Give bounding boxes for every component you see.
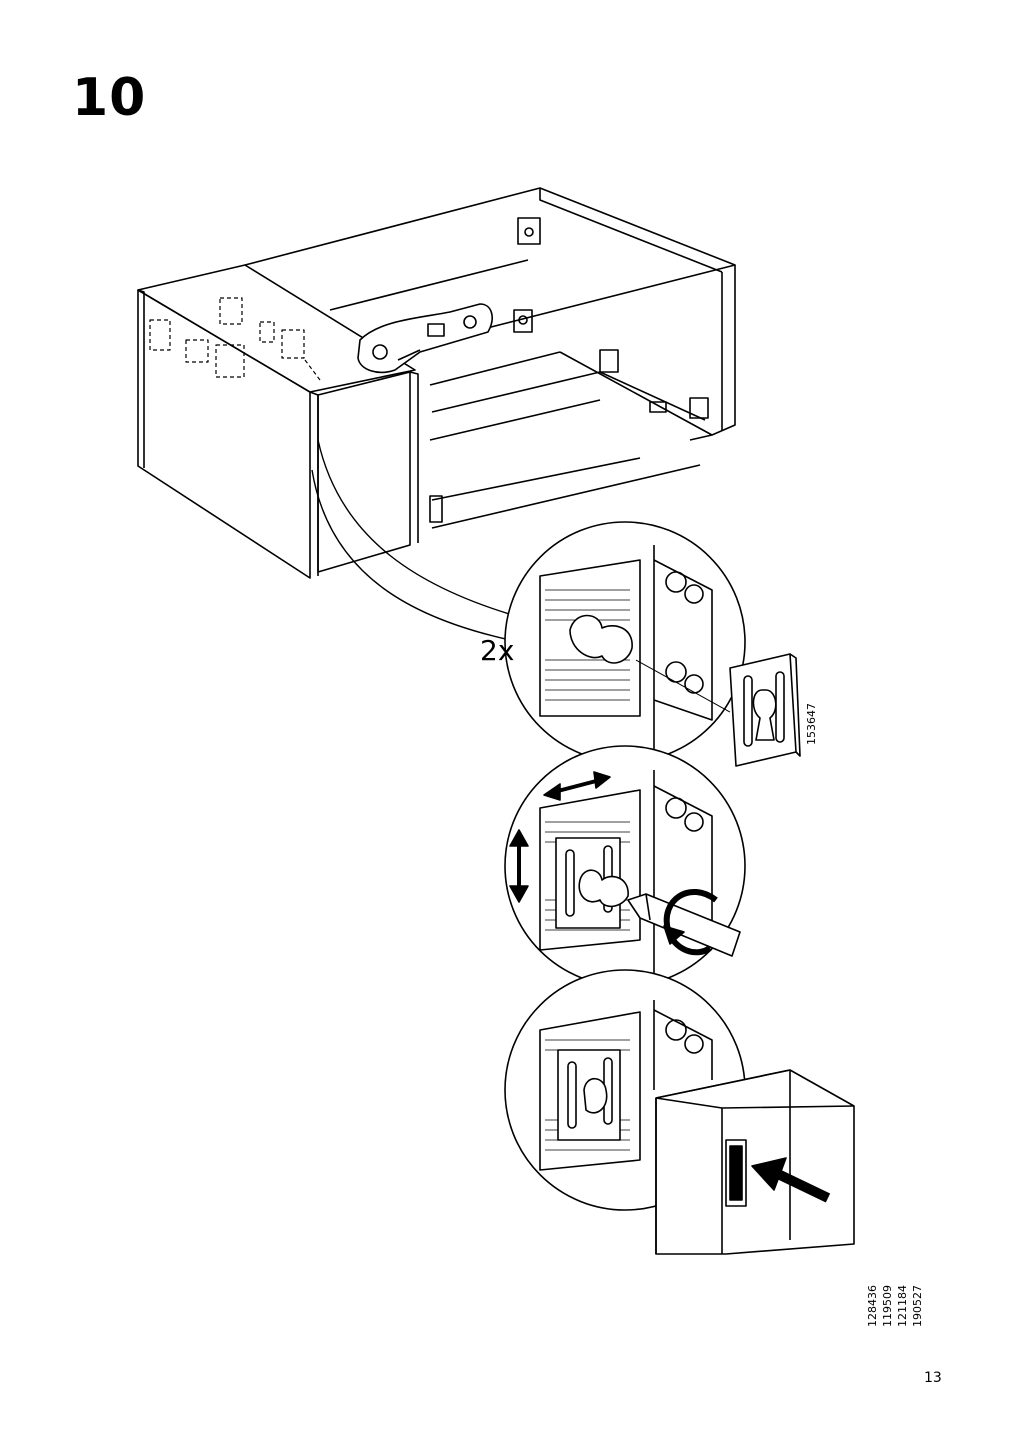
detail-circle-1	[504, 521, 746, 764]
door-panel-drawing	[655, 1069, 855, 1255]
door-reference-code: 190527	[911, 1285, 924, 1327]
cabinet-frame-drawing	[137, 187, 736, 579]
zoom-callout-line	[317, 439, 531, 621]
mounting-bracket-icon	[729, 653, 801, 767]
hinge-mechanism-drawing	[357, 303, 493, 374]
push-arrow-icon	[751, 1157, 831, 1203]
door-reference-code: 128436	[866, 1285, 879, 1327]
bracket-reference-code: 153647	[805, 703, 818, 745]
double-arrow-vertical-icon	[509, 829, 529, 903]
door-reference-code: 119509	[881, 1285, 894, 1327]
door-reference-code: 121184	[896, 1285, 909, 1327]
step-number: 10	[72, 68, 147, 128]
screwdriver-icon	[627, 893, 741, 957]
door-reference-codes: 128436 119509 121184 190527	[866, 1285, 924, 1327]
double-arrow-horizontal-icon	[543, 771, 611, 801]
page-number: 13	[924, 1370, 942, 1386]
quantity-label: 2x	[480, 634, 515, 667]
ikea-logo	[725, 1139, 747, 1207]
